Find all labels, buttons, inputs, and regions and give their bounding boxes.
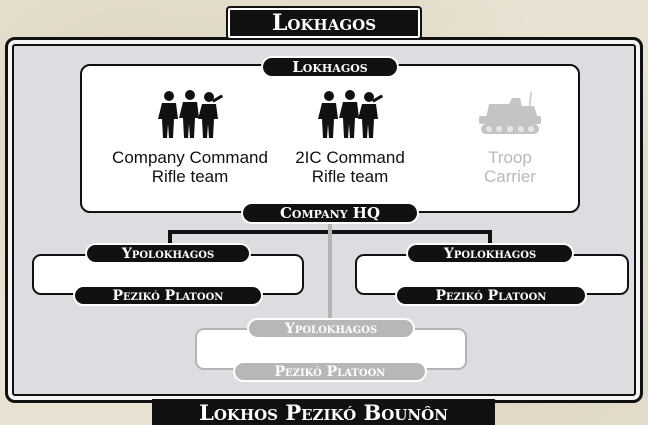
platoon-name-label: Pezikó Platoon [235,363,425,380]
troop-carrier-icon [479,91,541,134]
formation-name-banner: Lokhos Pezikó Bounôn [152,399,495,425]
rifle-team-icon [158,90,223,138]
unit-label-line2: Rifle team [311,167,389,186]
company-hq-label: Company HQ [243,204,417,222]
2ic-command-unit: 2IC Command Rifle team [280,90,420,190]
unit-label-line1: Troop [488,148,532,167]
platoon-commander-label: Ypolokhagos [249,320,413,337]
company-command-unit: Company Command Rifle team [100,90,280,190]
platoon-name-label: Pezikó Platoon [75,287,261,304]
unit-label-line2: Rifle team [151,167,229,186]
platoon-commander-label: Ypolokhagos [408,245,572,262]
rifle-team-icon [318,90,383,138]
unit-label-line1: 2IC Command [295,148,405,167]
company-hq-box [80,64,580,213]
formation-commander-banner: Lokhagos [226,6,422,40]
unit-label-line1: Company Command [112,148,268,167]
troop-carrier-unit: Troop Carrier [455,90,565,190]
connector-hq-left [168,230,172,252]
connector-optional [328,222,332,320]
platoon-name-label: Pezikó Platoon [397,287,585,304]
connector-hq-right [488,230,492,252]
platoon-commander-label: Ypolokhagos [87,245,249,262]
unit-label-line2: Carrier [484,167,536,186]
hq-commander-label: Lokhagos [263,58,397,76]
